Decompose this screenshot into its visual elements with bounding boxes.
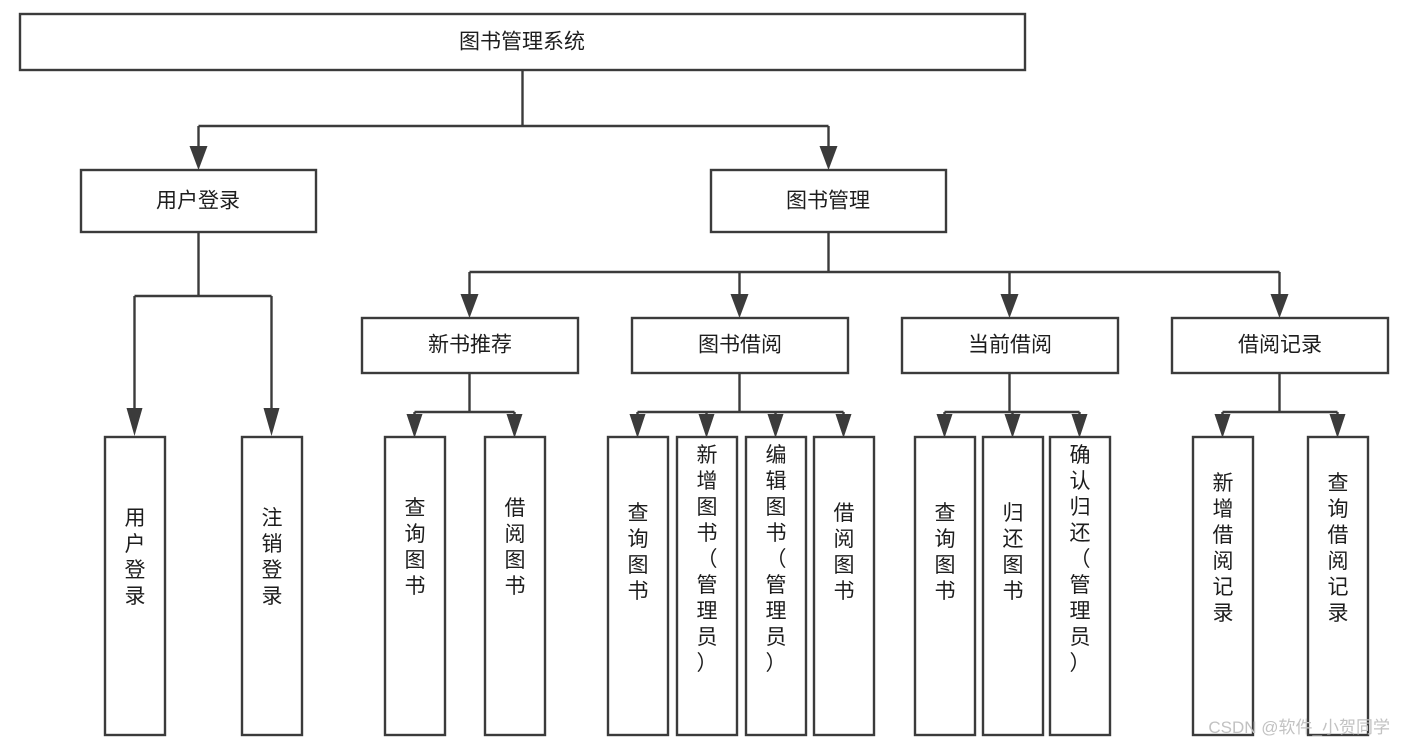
leaf-label-book-borrow-1: 查询图书	[628, 502, 649, 603]
leaf-box-book-borrow-2[interactable]	[675, 435, 739, 737]
leaf-label-new-book-1: 查询图书	[405, 497, 426, 598]
node-box-root[interactable]	[18, 12, 1027, 72]
node-label-current-borrow: 当前借阅	[968, 334, 1052, 357]
leaf-box-book-borrow-4[interactable]	[812, 435, 876, 737]
node-new-book-recommend[interactable]: 新书推荐	[360, 316, 580, 375]
connector-group-root	[189, 70, 838, 170]
arrow-head-borrow-leaf-2	[698, 414, 715, 438]
node-label-borrow-record: 借阅记录	[1238, 334, 1322, 357]
leaf-label-book-borrow-3: 编辑图书（管理员）	[766, 444, 787, 675]
node-label-root: 图书管理系统	[459, 31, 585, 54]
leaf-current-borrow-2[interactable]: 归还图书	[981, 435, 1045, 737]
leaf-box-user-login-2[interactable]	[240, 435, 304, 737]
leaf-box-borrow-record-2[interactable]	[1306, 435, 1370, 737]
leaf-label-user-login-1: 用户登录	[125, 507, 146, 608]
arrow-head-to-book-manage	[819, 146, 838, 170]
node-current-borrow[interactable]: 当前借阅	[900, 316, 1120, 375]
leaf-box-current-borrow-3[interactable]	[1048, 435, 1112, 737]
connector-group-current-borrow	[936, 373, 1088, 438]
arrow-head-record-leaf-1	[1214, 414, 1231, 438]
connector-group-book-manage	[460, 232, 1289, 318]
arrow-head-record-leaf-2	[1329, 414, 1346, 438]
leaf-box-book-borrow-1[interactable]	[606, 435, 670, 737]
arrow-head-borrow-leaf-1	[629, 414, 646, 438]
leaf-label-new-book-2: 借阅图书	[505, 497, 526, 598]
watermark-label: CSDN @软件_小贺同学	[1208, 718, 1390, 737]
leaf-book-borrow-1[interactable]: 查询图书	[606, 435, 670, 737]
node-box-new-book-recommend[interactable]	[360, 316, 580, 375]
node-label-new-book-recommend: 新书推荐	[428, 334, 512, 357]
node-box-user-login[interactable]	[79, 168, 318, 234]
leaf-box-current-borrow-2[interactable]	[981, 435, 1045, 737]
leaf-label-book-borrow-2: 新增图书（管理员）	[697, 444, 718, 675]
arrow-head-user-leaf-1	[126, 408, 143, 436]
leaf-box-user-login-1[interactable]	[103, 435, 167, 737]
connector-group-borrow-record	[1214, 373, 1346, 438]
node-label-user-login: 用户登录	[156, 190, 240, 213]
arrow-head-newbook-leaf-2	[506, 414, 523, 438]
leaf-current-borrow-1[interactable]: 查询图书	[913, 435, 977, 737]
node-box-current-borrow[interactable]	[900, 316, 1120, 375]
leaf-book-borrow-2[interactable]: 新增图书（管理员）	[675, 435, 739, 737]
connector-group-user-login	[126, 232, 280, 436]
arrow-head-current-borrow	[1000, 294, 1019, 318]
node-box-borrow-record[interactable]	[1170, 316, 1390, 375]
arrow-head-borrow-leaf-3	[767, 414, 784, 438]
leaf-box-new-book-1[interactable]	[383, 435, 447, 737]
node-book-manage[interactable]: 图书管理	[709, 168, 948, 234]
node-label-book-manage: 图书管理	[786, 190, 870, 213]
leaf-label-borrow-record-2: 查询借阅记录	[1328, 472, 1349, 625]
leaf-new-book-1[interactable]: 查询图书	[383, 435, 447, 737]
node-book-borrow[interactable]: 图书借阅	[630, 316, 850, 375]
leaf-book-borrow-4[interactable]: 借阅图书	[812, 435, 876, 737]
leaf-book-borrow-3[interactable]: 编辑图书（管理员）	[744, 435, 808, 737]
leaf-label-book-borrow-4: 借阅图书	[834, 502, 855, 603]
leaf-borrow-record-2[interactable]: 查询借阅记录	[1306, 435, 1370, 737]
arrow-head-current-leaf-1	[936, 414, 953, 438]
leaf-label-current-borrow-3: 确认归还（管理员）	[1070, 444, 1091, 675]
arrow-head-new-book	[460, 294, 479, 318]
arrow-head-book-borrow	[730, 294, 749, 318]
arrow-head-to-user-login	[189, 146, 208, 170]
node-label-book-borrow: 图书借阅	[698, 334, 782, 357]
leaf-borrow-record-1[interactable]: 新增借阅记录	[1191, 435, 1255, 737]
leaf-label-borrow-record-1: 新增借阅记录	[1213, 472, 1234, 625]
node-box-book-manage[interactable]	[709, 168, 948, 234]
arrow-head-current-leaf-2	[1004, 414, 1021, 438]
arrow-head-current-leaf-3	[1071, 414, 1088, 438]
leaf-box-borrow-record-1[interactable]	[1191, 435, 1255, 737]
leaf-box-book-borrow-3[interactable]	[744, 435, 808, 737]
leaf-new-book-2[interactable]: 借阅图书	[483, 435, 547, 737]
leaf-box-current-borrow-1[interactable]	[913, 435, 977, 737]
arrow-head-borrow-record	[1270, 294, 1289, 318]
leaf-user-login-2[interactable]: 注销登录	[240, 435, 304, 737]
arrow-head-borrow-leaf-4	[835, 414, 852, 438]
leaf-label-current-borrow-2: 归还图书	[1003, 502, 1024, 603]
leaf-user-login-1[interactable]: 用户登录	[103, 435, 167, 737]
connector-group-book-borrow	[629, 373, 852, 438]
node-root-system[interactable]: 图书管理系统	[18, 12, 1027, 72]
leaf-label-current-borrow-1: 查询图书	[935, 502, 956, 603]
arrow-head-newbook-leaf-1	[406, 414, 423, 438]
node-box-book-borrow[interactable]	[630, 316, 850, 375]
leaf-box-new-book-2[interactable]	[483, 435, 547, 737]
leaf-label-user-login-2: 注销登录	[262, 507, 283, 608]
connector-group-new-book	[406, 373, 523, 438]
leaf-current-borrow-3[interactable]: 确认归还（管理员）	[1048, 435, 1112, 737]
arrow-head-user-leaf-2	[263, 408, 280, 436]
node-borrow-record[interactable]: 借阅记录	[1170, 316, 1390, 375]
node-user-login[interactable]: 用户登录	[79, 168, 318, 234]
